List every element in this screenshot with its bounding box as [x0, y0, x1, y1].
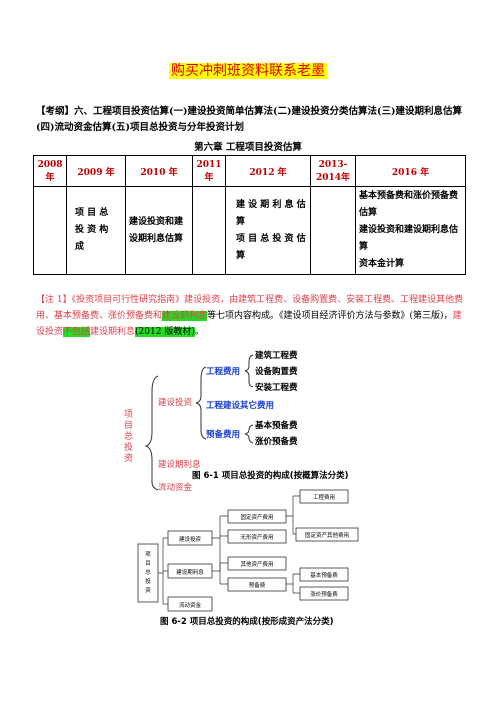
fig1-root-char: 投 — [124, 441, 133, 453]
fig2-guding-box — [227, 509, 287, 524]
table-cell: 项 目 总 投 资 构 成 — [66, 186, 126, 275]
fig2-yubei: 预备费 — [249, 581, 266, 589]
fig1-qita: 工程建设其它费用 — [206, 400, 274, 411]
brace-engineering — [244, 354, 254, 388]
table-cell — [310, 186, 356, 275]
fig2-jiben-box — [299, 567, 349, 582]
fig2-connector-guding — [286, 495, 300, 535]
fig2-gongcheng: 工程费用 — [313, 493, 335, 501]
fig1-lixi: 建设期利息 — [158, 459, 201, 470]
table-header-cell: 2016 年 — [355, 155, 466, 187]
fig2-liudong: 流动资金 — [179, 601, 202, 609]
fig2-root-char: 资 — [145, 586, 151, 594]
table-cell: 建 设 期 利 息 估算 项 目 总 投 资 估算 — [225, 186, 311, 275]
brace-root — [144, 375, 159, 491]
fig1-root-char: 项 — [124, 409, 133, 420]
note-text: 。 — [194, 327, 204, 337]
fig1-root-char: 资 — [124, 453, 133, 464]
fig1-gongcheng: 工程费用 — [206, 366, 240, 377]
fig2-connector-yubei — [286, 573, 300, 594]
fig1-root-label: 项目总投资 — [124, 409, 133, 464]
note-text: 等七项内容构成。《建设项目经济评价方法与参数》(第三版)， — [207, 311, 453, 321]
fig2-gudingqita-box — [295, 527, 359, 542]
promo-banner: 购买冲刺班资料联系老墨 — [0, 60, 496, 80]
fig1-zhangjia: 涨价预备费 — [255, 436, 298, 447]
fig2-connector-root — [158, 537, 168, 605]
fig2-guding: 固定资产费用 — [240, 513, 273, 521]
fig1-root-char: 总 — [124, 430, 133, 442]
fig1-root-char: 目 — [124, 420, 133, 431]
note-text: 建设投资 — [36, 311, 462, 337]
table-cell — [33, 186, 67, 275]
fig2-connector-lixi — [212, 562, 228, 572]
fig2-root-char: 目 — [145, 560, 151, 567]
fig2-caption: 图 6-2 项目总投资的构成(按形成资产法分类) — [160, 616, 334, 627]
fig2-jiben: 基本预备费 — [310, 571, 338, 579]
fig2-lixi: 建设期利息 — [176, 568, 204, 576]
table-cell — [192, 186, 226, 275]
fig2-root-char: 投 — [145, 577, 151, 585]
chapter-title: 第六章 工程项目投资估算 — [194, 142, 302, 153]
fig1-anzhuang: 安装工程费 — [255, 382, 298, 393]
note-highlight: (2012 版教材) — [135, 327, 195, 337]
table-header-cell: 2011年 — [192, 155, 226, 187]
promo-banner-text: 购买冲刺班资料联系老墨 — [169, 63, 327, 79]
brace-construction — [195, 366, 207, 440]
fig2-gongcheng-box — [299, 489, 349, 504]
fig2-qita: 其他资产费用 — [240, 560, 273, 568]
table-row: 项 目 总 投 资 构 成 建设投资和建设期利息估算 建 设 期 利 息 估算 … — [33, 186, 466, 275]
fig2-yubei-box — [227, 577, 287, 592]
fig2-jianshe: 建设投资 — [179, 535, 202, 543]
fig2-zhangjia-box — [299, 586, 349, 601]
exam-outline: 【考纲】六、工程项目投资估算(一)建设投资简单估算法(二)建设投资分类估算法(三… — [36, 106, 462, 133]
note-text: 建设期利息 — [90, 327, 136, 337]
note-1: 【注 1】《投资项目可行性研究指南》建设投资，由建筑工程费、设备购置费、安装工程… — [36, 292, 464, 340]
fig2-root-label: 项目总投资 — [145, 551, 151, 594]
fig2-root-char: 总 — [145, 568, 151, 576]
fig1-jianshe: 建设投资 — [158, 397, 193, 408]
note-text: 【注 1】《投资项目可行性研究指南》建设投资，由建筑工程费、设备购置费、安装工程… — [36, 295, 464, 321]
fig1-yubei: 预备费用 — [206, 429, 240, 440]
fig2-gudingqita: 固定资产其他费用 — [305, 531, 349, 539]
exam-year-table: 2008年 2009 年 2010 年 2011年 2012 年 2013-20… — [33, 155, 466, 275]
fig2-root-char: 项 — [145, 551, 151, 558]
table-cell: 建设投资和建设期利息估算 — [125, 186, 193, 275]
fig2-wuxing: 无形资产费用 — [240, 533, 273, 541]
fig2-connector-jianshe — [212, 515, 228, 585]
fig2-wuxing-box — [227, 529, 287, 544]
fig1-caption: 图 6-1 项目总投资的构成(按概算法分类) — [192, 470, 349, 481]
fig1-liudong: 流动资金 — [158, 482, 193, 493]
table-cell: 基本预备费和涨价预备费估算 建设投资和建设期利息估算 资本金计算 — [355, 186, 466, 275]
fig2-qita-box — [227, 556, 287, 571]
note-highlight: 不包括 — [63, 327, 91, 337]
fig1-shebei: 设备购置费 — [255, 366, 298, 377]
fig1-jiben: 基本预备费 — [254, 420, 298, 431]
brace-reserve — [244, 424, 254, 444]
note-highlight: 建设期利息 — [162, 311, 208, 321]
table-header-row: 2008年 2009 年 2010 年 2011年 2012 年 2013-20… — [33, 155, 466, 187]
fig1-jianzhu: 建筑工程费 — [254, 350, 298, 361]
fig2-zhangjia: 涨价预备费 — [310, 590, 338, 598]
